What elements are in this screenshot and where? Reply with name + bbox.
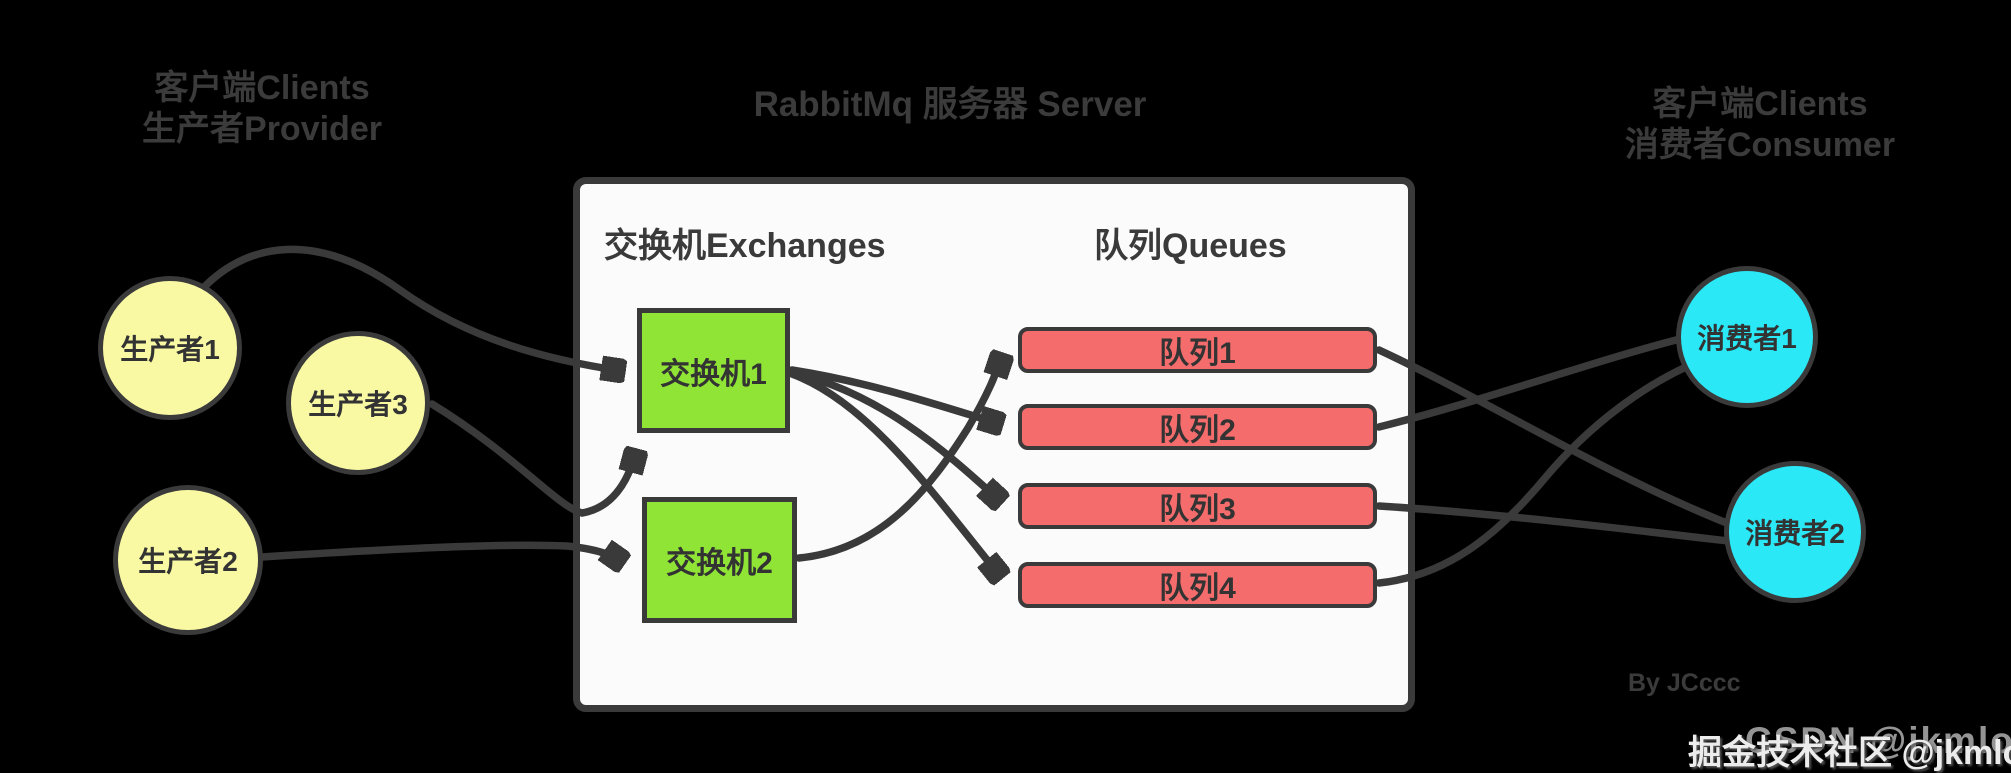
right-header-clients-consumer: 客户端Clients 消费者Consumer [1588, 84, 1932, 167]
consumer-1-node: 消费者1 [1676, 266, 1818, 408]
edge-exchange2-queue1 [795, 356, 1002, 562]
edge-queue3-consumer2 [1375, 502, 1732, 545]
queue-3-node: 队列3 [1018, 483, 1377, 529]
watermark: CSDN @jkmloner 掘金技术社区 @jkmloner [1640, 716, 2011, 773]
queues-section-label: 队列Queues [1094, 227, 1287, 265]
edge-producer3-exchange1 [428, 400, 636, 517]
edge-exchange1-queue4 [788, 370, 1000, 576]
right-header-line2: 消费者Consumer [1624, 126, 1896, 165]
edge-queue4-consumer1 [1375, 363, 1690, 587]
exchange-1-node: 交换机1 [637, 308, 790, 433]
exchange-2-node: 交换机2 [642, 497, 797, 623]
queue-1-node: 队列1 [1018, 327, 1377, 373]
edge-producer2-exchange2 [258, 545, 622, 562]
queue-2-node: 队列2 [1018, 404, 1377, 450]
consumer-2-node: 消费者2 [1724, 461, 1866, 603]
edge-exchange1-queue3 [788, 368, 1000, 501]
edge-producer1-exchange1 [192, 245, 622, 371]
queue-4-node: 队列4 [1018, 562, 1377, 608]
left-header-line2: 生产者Provider [142, 110, 382, 149]
byline-text: By JCccc [1628, 669, 1741, 697]
producer-1-node: 生产者1 [98, 276, 242, 420]
producer-3-node: 生产者3 [286, 331, 430, 475]
left-header-clients-provider: 客户端Clients 生产者Provider [102, 68, 422, 151]
edge-queue2-consumer1 [1375, 335, 1684, 431]
exchanges-section-label: 交换机Exchanges [604, 227, 886, 265]
edge-queue1-consumer2 [1375, 346, 1733, 528]
server-title: RabbitMq 服务器 Server [753, 85, 1147, 124]
right-header-line1: 客户端Clients [1652, 85, 1868, 123]
producer-2-node: 生产者2 [113, 485, 263, 635]
watermark-front-text: 掘金技术社区 @jkmloner [1688, 734, 2011, 772]
watermark-back-text: CSDN @jkmloner [1745, 720, 2011, 761]
left-header-line1: 客户端Clients [154, 69, 370, 107]
